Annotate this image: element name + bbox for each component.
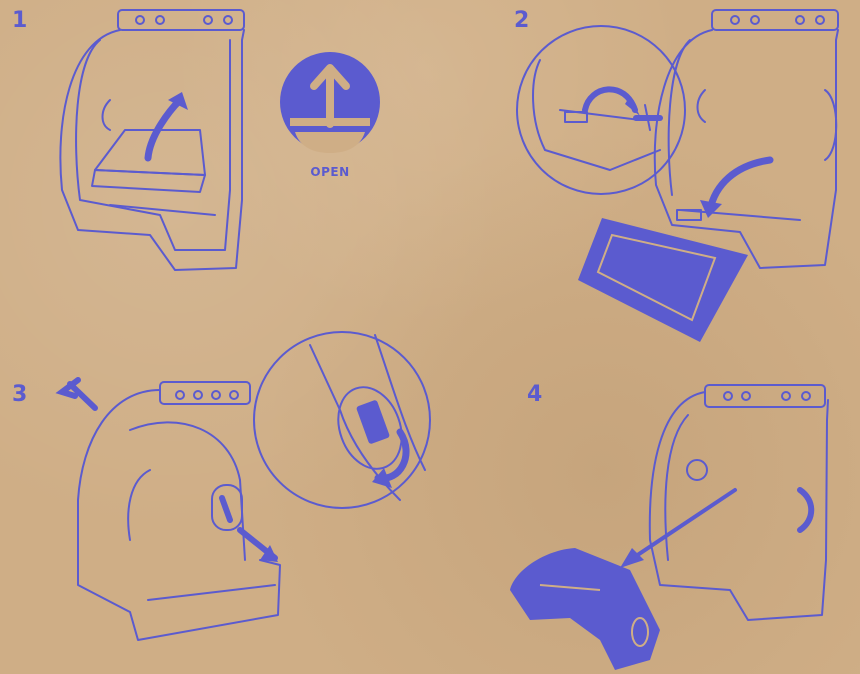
step-2-tray bbox=[578, 160, 770, 342]
step-4-removed-part bbox=[510, 548, 660, 670]
step-2-device bbox=[655, 10, 838, 268]
step-3-device bbox=[62, 380, 280, 640]
step-3-zoom-circle bbox=[254, 332, 430, 508]
step-1-device bbox=[60, 10, 244, 270]
open-bowl-up-arrow-icon bbox=[280, 52, 380, 153]
step-4-device bbox=[620, 385, 828, 620]
step-2-zoom-circle bbox=[517, 26, 685, 194]
